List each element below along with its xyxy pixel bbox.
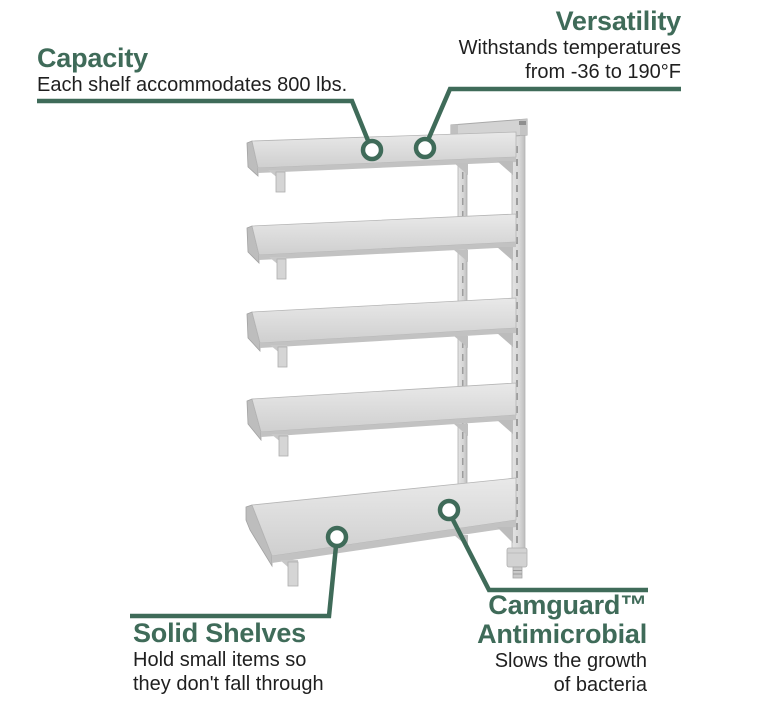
callout-line-camguard (449, 516, 648, 593)
capacity-description: Each shelf accommodates 800 lbs. (37, 74, 348, 96)
callout-line-capacity (37, 98, 372, 144)
versatility-title: Versatility (555, 6, 682, 36)
callout-line-versatility (425, 86, 681, 141)
solid-shelves-title: Solid Shelves (133, 618, 306, 648)
versatility-description-line1: Withstands temperatures (458, 37, 681, 59)
callout-marker-capacity (360, 138, 384, 162)
camguard-title-line1: Camguard™ (488, 590, 647, 620)
solid-shelves-description-line2: they don't fall through (133, 672, 324, 695)
shelf-graphic (246, 297, 517, 368)
versatility-description-line2: from -36 to 190°F (525, 60, 681, 83)
shelf-graphic (246, 131, 517, 193)
solid-shelves-description-line1: Hold small items so (133, 649, 307, 671)
callout-solid-shelves: Solid Shelves Hold small items so they d… (133, 619, 324, 695)
shelf-graphic (246, 382, 517, 457)
camguard-title-line2: Antimicrobial (477, 619, 647, 649)
callout-marker-versatility (413, 136, 437, 160)
callout-capacity: Capacity Each shelf accommodates 800 lbs… (37, 44, 347, 97)
callout-marker-solid-shelves (325, 525, 349, 549)
callout-camguard: Camguard™ Antimicrobial Slows the growth… (477, 591, 647, 696)
camguard-description-line2: of bacteria (553, 673, 647, 696)
capacity-title: Capacity (37, 43, 148, 73)
callout-line-solid-shelves (130, 545, 339, 619)
camguard-description-line1: Slows the growth (494, 650, 647, 672)
shelf-graphic (245, 477, 517, 587)
shelf-graphic (246, 213, 517, 280)
callout-versatility: Versatility Withstands temperatures from… (458, 6, 682, 83)
post-foot-graphic (506, 547, 528, 579)
callout-marker-camguard (437, 498, 461, 522)
